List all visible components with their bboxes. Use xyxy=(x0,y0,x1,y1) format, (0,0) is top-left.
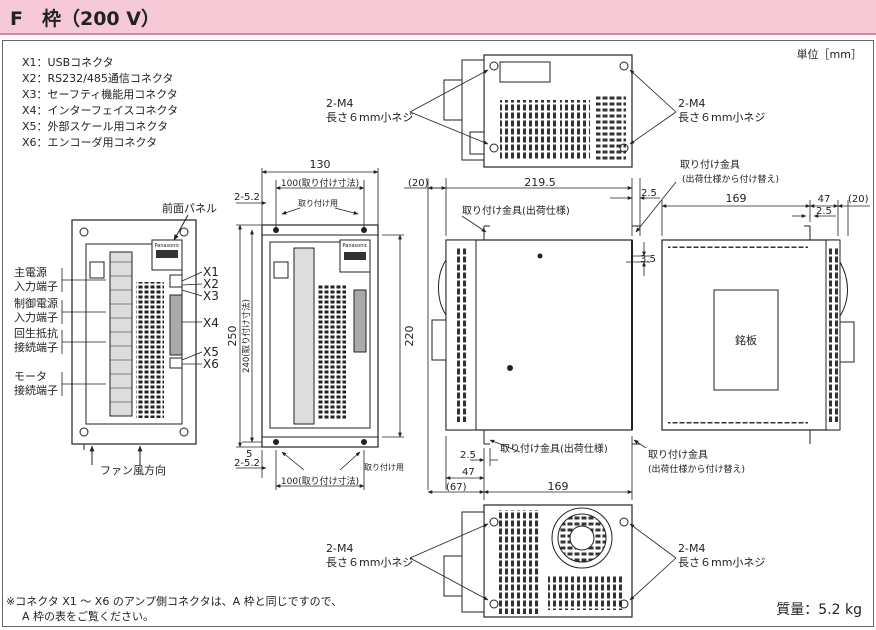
footnote-line1: ※コネクタ X1 ～ X6 のアンプ側コネクタは、A 枠と同じですので、 xyxy=(6,594,342,608)
screw-top-right-2: 長さ６mm小ネジ xyxy=(678,111,765,124)
side-view xyxy=(431,225,640,445)
bracket-bot-2: (出荷仕様から付け替え) xyxy=(648,463,745,475)
terminal-regen-1: 回生抵抗 xyxy=(14,326,58,340)
x4-label: X4 xyxy=(203,316,219,330)
connector-legend: X1：USBコネクタ X2：RS232/485通信コネクタ X3：セーフティ機能… xyxy=(22,56,178,149)
x3-label: X3 xyxy=(203,289,219,303)
mount-label-bot: 取り付け用 xyxy=(364,462,404,472)
right-view xyxy=(661,225,855,444)
dim-100-top: 100(取り付け寸法) xyxy=(281,177,359,189)
dim-100-bot: 100(取り付け寸法) xyxy=(281,475,359,487)
legend-x5: X5：外部スケール用コネクタ xyxy=(22,119,168,133)
screw-top-right-1: 2-M4 xyxy=(678,97,705,110)
unit-label: 単位［mm］ xyxy=(797,47,862,61)
front-panel-label: 前面パネル xyxy=(162,201,217,215)
dim-2-5-bot: 2.5 xyxy=(460,450,476,461)
brand-logo: Panasonic xyxy=(154,243,179,249)
page-title: F 枠（200 V） xyxy=(10,8,160,30)
brand-logo-2: Panasonic xyxy=(342,243,367,249)
bracket-top-2: (出荷仕様から付け替え) xyxy=(682,173,779,185)
title-bar: F 枠（200 V） xyxy=(0,0,876,35)
fan-direction-label: ファン風方向 xyxy=(100,463,166,477)
bottom-view xyxy=(443,504,633,618)
dim-47-bot: 47 xyxy=(462,467,475,478)
dim-169-right: 169 xyxy=(726,192,747,205)
dim-5: 5 xyxy=(246,449,252,460)
bracket-bot-1: 取り付け金具 xyxy=(648,448,708,461)
screw-bot-left-2: 長さ６mm小ネジ xyxy=(326,556,413,569)
screw-bot-right-2: 長さ６mm小ネジ xyxy=(678,556,765,569)
mass-label: 質量：5.2 kg xyxy=(776,602,862,618)
legend-x1: X1：USBコネクタ xyxy=(22,56,114,69)
terminal-main-power-2: 入力端子 xyxy=(14,280,58,293)
bracket-ship-top: 取り付け金具(出荷仕様) xyxy=(462,204,570,217)
footnote-line2: A 枠の表をご覧ください。 xyxy=(22,609,154,623)
dim-2-5-top: 2.5 xyxy=(641,188,657,199)
bracket-top-1: 取り付け金具 xyxy=(680,158,740,171)
terminal-control-power-2: 入力端子 xyxy=(14,311,58,324)
drawing-frame xyxy=(2,40,874,627)
x5-label: X5 xyxy=(203,345,219,359)
dim-2-5-2-bot: 2-5.2 xyxy=(234,458,260,469)
dim-2-5-2-top: 2-5.2 xyxy=(234,192,260,203)
legend-x6: X6：エンコーダ用コネクタ xyxy=(22,135,157,149)
bracket-ship-bot: 取り付け金具(出荷仕様) xyxy=(500,442,608,455)
terminal-motor-2: 接続端子 xyxy=(14,383,58,397)
x2-label: X2 xyxy=(203,277,219,291)
screw-bot-left-1: 2-M4 xyxy=(326,542,353,555)
terminal-regen-2: 接続端子 xyxy=(14,340,58,354)
terminal-labels: 主電源 入力端子 制御電源 入力端子 回生抵抗 接続端子 モータ 接続端子 xyxy=(14,265,58,397)
dim-169-side: 169 xyxy=(548,480,569,493)
legend-x4: X4：インターフェイスコネクタ xyxy=(22,104,178,117)
legend-x3: X3：セーフティ機能用コネクタ xyxy=(22,87,178,101)
dim-20-left: (20) xyxy=(408,178,429,189)
dim-20-right: (20) xyxy=(848,194,869,205)
x6-label: X6 xyxy=(203,357,219,371)
terminal-motor-1: モータ xyxy=(14,370,47,383)
dim-220: 220 xyxy=(403,326,416,347)
mount-label-top: 取り付け用 xyxy=(298,198,338,208)
dim-250: 250 xyxy=(226,326,239,347)
legend-x2: X2：RS232/485通信コネクタ xyxy=(22,72,173,85)
dim-130: 130 xyxy=(310,158,331,171)
fan-arrows xyxy=(89,445,143,465)
terminal-control-power-1: 制御電源 xyxy=(14,296,58,310)
screw-bot-right-1: 2-M4 xyxy=(678,542,705,555)
dim-2-5-right: 2.5 xyxy=(816,206,832,217)
terminal-main-power-1: 主電源 xyxy=(14,265,47,279)
mount-front-view: Panasonic xyxy=(261,224,379,448)
top-view xyxy=(443,54,633,168)
dim-219-5: 219.5 xyxy=(524,176,556,189)
nameplate-label: 銘板 xyxy=(735,333,757,347)
dim-47-right: 47 xyxy=(818,194,831,205)
dim-3-5: 3.5 xyxy=(640,254,656,265)
x-labels: X1 X2 X3 X4 X5 X6 xyxy=(203,265,219,371)
dim-240: 240(取り付け寸法) xyxy=(241,299,252,373)
x1-label: X1 xyxy=(203,265,219,279)
dim-67: (67) xyxy=(446,482,467,493)
front-view: Panasonic xyxy=(71,219,197,450)
screw-top-left-1: 2-M4 xyxy=(326,97,353,110)
screw-top-left-2: 長さ６mm小ネジ xyxy=(326,111,413,124)
